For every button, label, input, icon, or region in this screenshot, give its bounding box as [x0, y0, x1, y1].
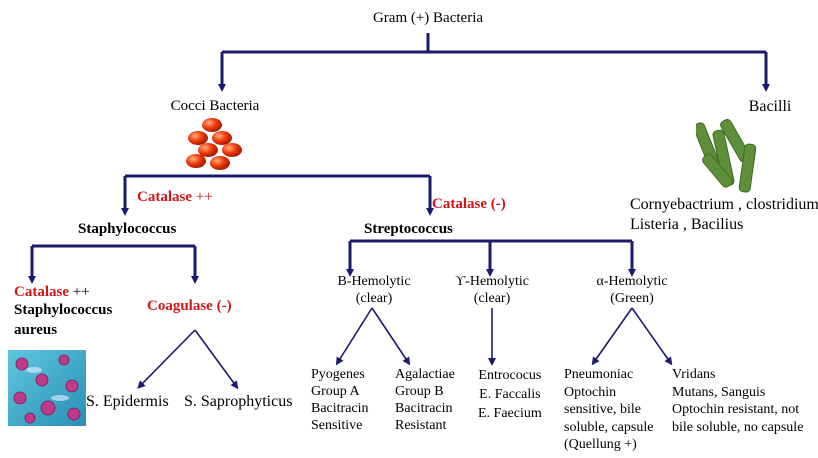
- viridans-line: Optochin resistant, not: [672, 402, 800, 417]
- pneumoniae-line: (Quellung +): [564, 437, 637, 452]
- arrow-pyogenes: [335, 307, 373, 366]
- arrow-pneumoniae: [591, 307, 633, 366]
- bacilli-rods-image: [696, 119, 757, 193]
- pyogenes-line: Pyogenes: [311, 367, 365, 382]
- gamma-hemolytic-title: ϒ-Hemolytic: [455, 274, 529, 289]
- aureus-species-line2: aureus: [14, 322, 58, 338]
- entrococus-line: E. Faecium: [478, 406, 542, 421]
- arrow-viridans: [631, 307, 673, 366]
- viridans-line: Vridans: [672, 367, 716, 382]
- aureus-species-line1: Staphylococcus: [14, 302, 113, 318]
- agalactiae-list: Agalactiae Group B Bacitracin Resistant: [395, 366, 455, 434]
- alpha-hemolytic-title: α-Hemolytic: [596, 274, 668, 289]
- arrow-epidermis: [137, 329, 196, 389]
- catalase-positive-label: Catalase ++: [137, 189, 213, 206]
- agalactiae-line: Resistant: [395, 418, 447, 433]
- entrococus-list: Entrococus E. Faccalis E. Faecium: [478, 366, 542, 423]
- pneumoniae-list: Pneumoniac Optochin sensitive, bile solu…: [564, 366, 653, 454]
- alpha-hemolytic-sub: (Green): [610, 291, 654, 306]
- gamma-hemolytic-sub: (clear): [473, 291, 511, 306]
- beta-hemolytic-title: B-Hemolytic: [337, 274, 411, 289]
- s-saprophyticus-label: S. Saprophyticus: [184, 393, 293, 410]
- agalactiae-line: Group B: [395, 384, 444, 399]
- staphylococcus-label: Staphylococcus: [78, 221, 177, 237]
- pneumoniae-line: soluble, capsule: [564, 419, 654, 435]
- arrow-agalactiae: [371, 307, 411, 366]
- pneumoniae-line: Pneumoniac: [564, 367, 634, 382]
- beta-hemolytic-sub: (clear): [355, 291, 393, 306]
- pneumoniae-line: Optochin: [564, 384, 617, 400]
- pyogenes-list: Pyogenes Group A Bacitracin Sensitive: [311, 366, 369, 434]
- viridans-list: Vridans Mutans, Sanguis Optochin resista…: [672, 366, 803, 436]
- aureus-catalase-sign: ++: [72, 284, 90, 300]
- viridans-line: bile soluble, no capsule: [672, 419, 804, 435]
- agalactiae-line: Bacitracin: [395, 401, 453, 416]
- bacilli-label: Bacilli: [748, 98, 792, 115]
- coagulase-negative-label: Coagulase (-): [147, 298, 232, 314]
- pneumoniae-line: sensitive, bile: [564, 402, 641, 417]
- bacilli-examples-line2: Listeria , Bacilius: [630, 216, 744, 233]
- pyogenes-line: Sensitive: [311, 418, 363, 433]
- entrococus-line: E. Faccalis: [479, 387, 541, 402]
- arrow-saprophyticus: [194, 329, 239, 390]
- aureus-catalase-word: Catalase: [14, 284, 69, 300]
- aureus-catalase-label: Catalase ++: [14, 284, 90, 301]
- bacilli-examples-line1: Cornyebactrium , clostridium,: [630, 196, 818, 213]
- entrococus-line: Entrococus: [478, 368, 542, 383]
- agalactiae-line: Agalactiae: [395, 367, 455, 382]
- viridans-line: Mutans, Sanguis: [672, 384, 766, 400]
- cocci-cluster-image: [186, 118, 242, 170]
- catalase-positive-sign: ++: [195, 189, 213, 205]
- s-epidermis-label: S. Epidermis: [86, 393, 169, 410]
- catalase-negative-label: Catalase (-): [432, 196, 506, 212]
- pyogenes-line: Bacitracin: [311, 401, 369, 416]
- cocci-label: Cocci Bacteria: [170, 98, 260, 114]
- pyogenes-line: Group A: [311, 384, 360, 399]
- catalase-positive-word: Catalase: [137, 189, 192, 205]
- root-title: Gram (+) Bacteria: [372, 10, 484, 26]
- staph-aureus-micrograph-image: [8, 350, 86, 426]
- streptococcus-label: Streptococcus: [364, 221, 453, 237]
